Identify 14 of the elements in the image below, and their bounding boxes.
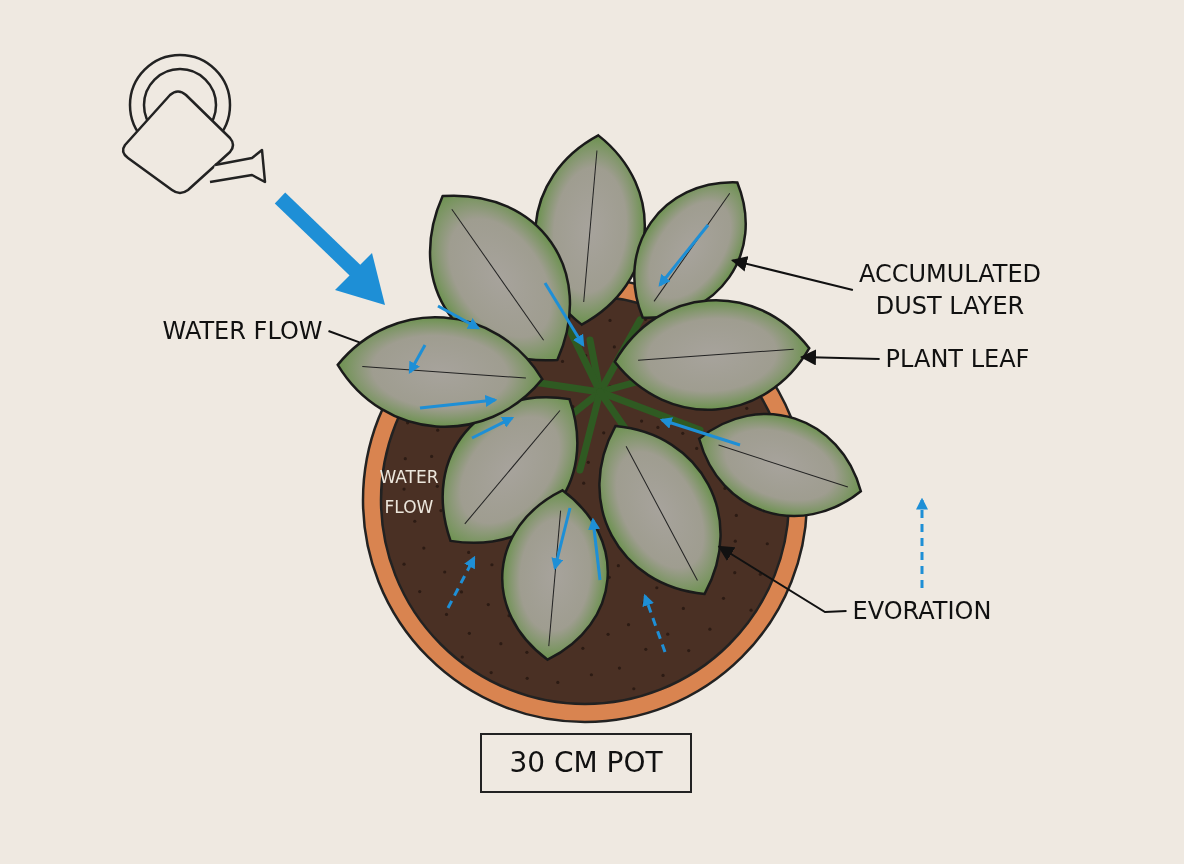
leader-line — [327, 330, 361, 344]
leader-line — [800, 349, 881, 366]
callout-label: ACCUMULATED DUST LAYER — [850, 258, 1050, 322]
callout-label: WATER FLOW — [150, 315, 335, 347]
callout-label: EVORATION — [842, 595, 1002, 627]
soil-label: WATER FLOW — [378, 466, 440, 519]
plant-leaf — [613, 299, 811, 411]
leader-line — [730, 256, 854, 291]
size-label: 30 CM POT — [480, 733, 692, 793]
plant-leaf — [598, 424, 722, 596]
leader-line — [717, 545, 848, 613]
plant-leaf — [336, 316, 544, 428]
callout-label: PLANT LEAF — [875, 343, 1040, 375]
plant-leaf — [633, 181, 747, 319]
